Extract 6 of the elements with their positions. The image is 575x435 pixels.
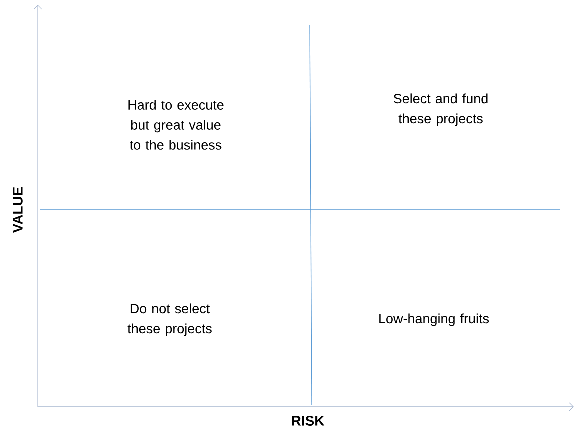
quadrant-label: Select and fund these projects (394, 94, 488, 126)
quadrant-label: Do not select these projects (128, 304, 212, 336)
quadrant-label: Low-hanging fruits (380, 314, 490, 326)
axis-label: VALUE (13, 187, 23, 234)
quadrant-label: Hard to execute but great value to the business (128, 100, 224, 150)
axis-label: RISK (292, 416, 325, 426)
